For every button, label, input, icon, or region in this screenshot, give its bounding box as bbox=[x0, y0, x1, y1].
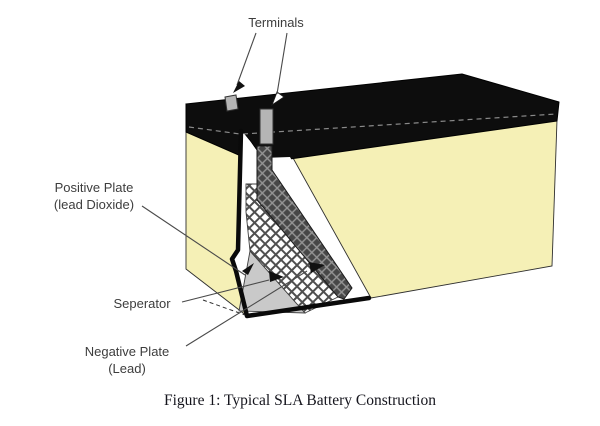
negative-plate-label-line2: (Lead) bbox=[108, 361, 146, 376]
positive-plate-leader bbox=[141, 205, 246, 276]
terminals-arrowhead-icon bbox=[233, 81, 245, 93]
terminal-open-arrowhead-icon bbox=[270, 91, 285, 107]
positive-plate-label-line1: Positive Plate bbox=[55, 180, 134, 195]
lid-seam-dashed-line bbox=[242, 113, 557, 135]
terminals-label: Terminals bbox=[248, 15, 304, 30]
terminals-leader-right bbox=[276, 32, 288, 95]
separator-leader bbox=[181, 279, 270, 303]
cutaway-arrowhead-middle-icon bbox=[269, 271, 284, 282]
negative-plate-leader bbox=[185, 270, 308, 347]
negative-plate-label-line1: Negative Plate bbox=[85, 344, 170, 359]
terminals-leader-left bbox=[236, 32, 257, 86]
terminal-block bbox=[224, 94, 239, 112]
arrowheads bbox=[233, 81, 325, 282]
figure-caption: Figure 1: Typical SLA Battery Constructi… bbox=[164, 392, 436, 409]
cutaway-case-wall-outline bbox=[229, 128, 372, 319]
positive-plate-label-line2: (lead Dioxide) bbox=[54, 197, 134, 212]
cutaway-arrowhead-right-icon bbox=[309, 262, 325, 273]
positive-plate bbox=[256, 145, 353, 300]
separator-label: Seperator bbox=[113, 296, 171, 311]
cutaway-arrowhead-left-icon bbox=[242, 263, 254, 275]
terminal-post bbox=[259, 108, 274, 145]
hidden-edge-dashed-line bbox=[202, 299, 246, 316]
leader-lines bbox=[141, 32, 308, 347]
